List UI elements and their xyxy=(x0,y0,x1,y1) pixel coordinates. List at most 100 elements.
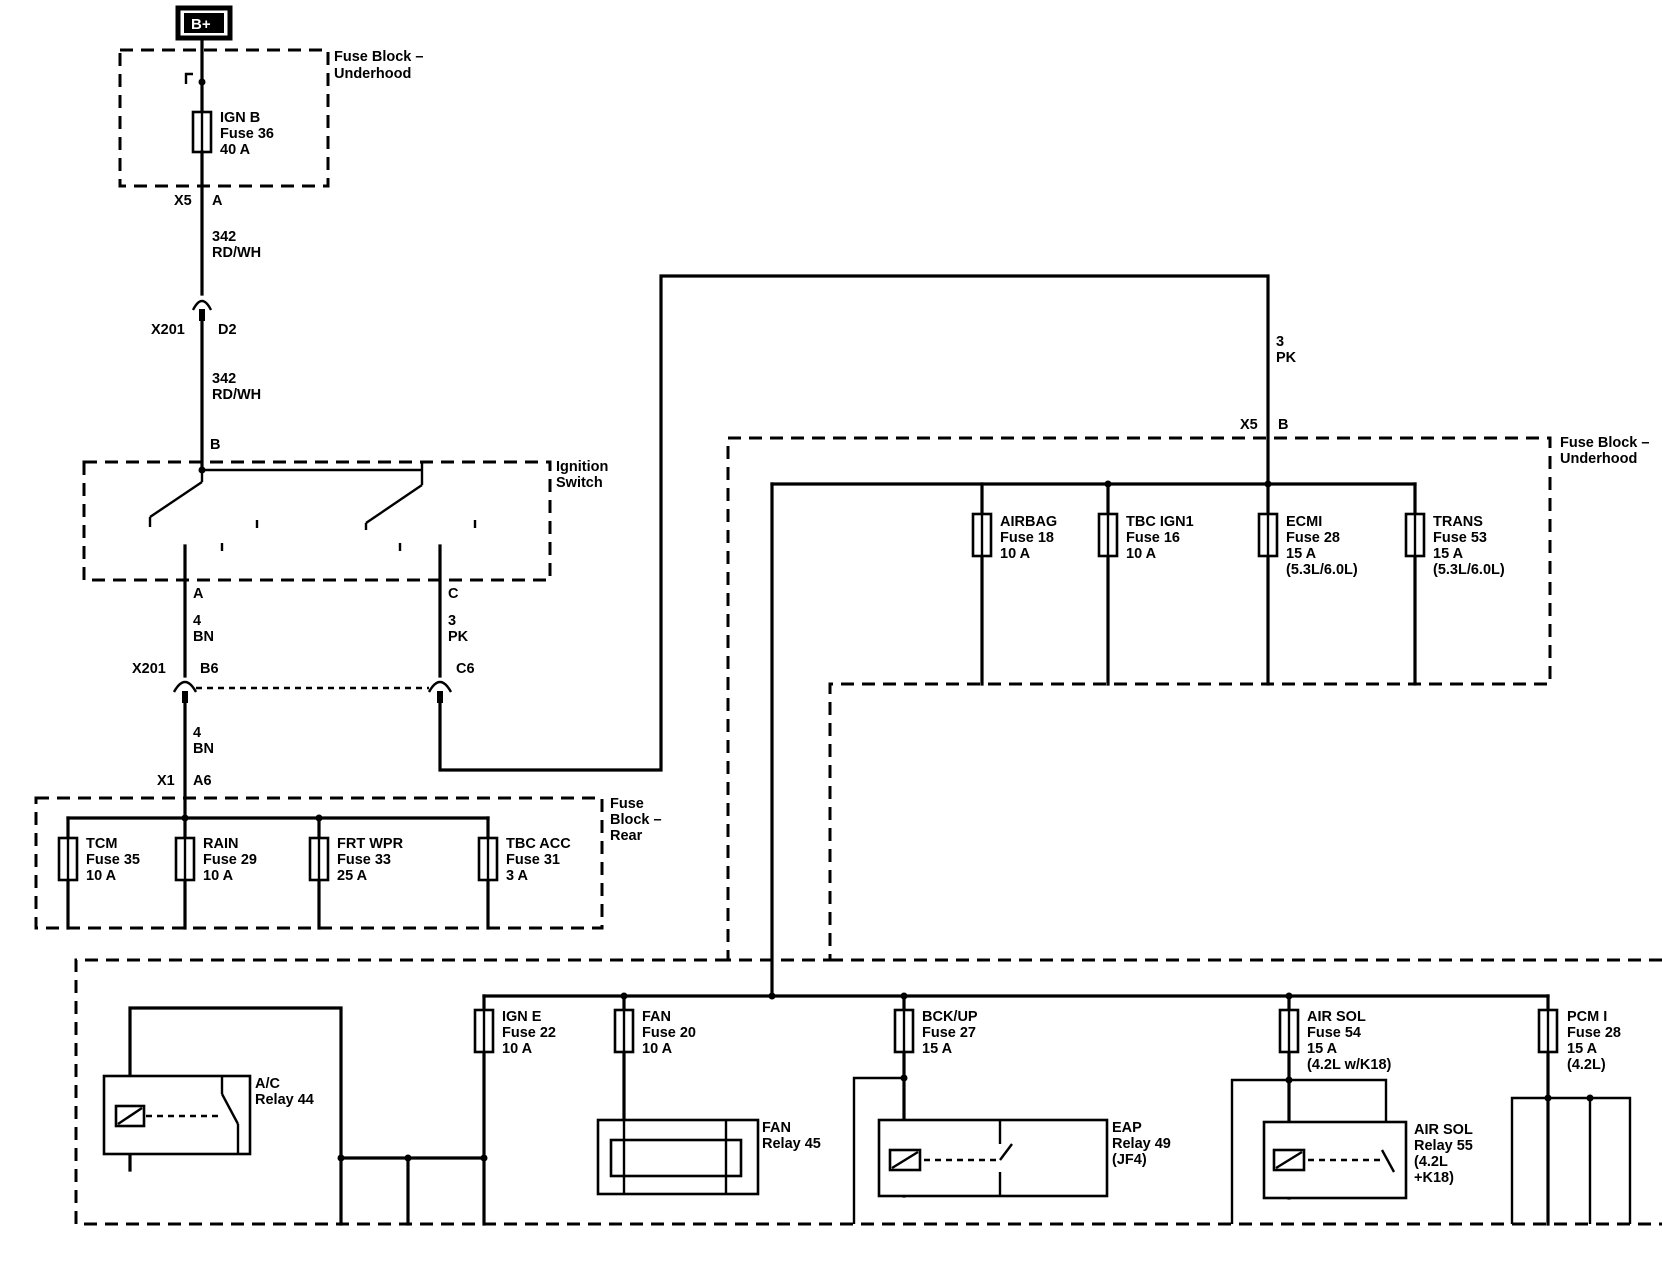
connector-x201-b6 xyxy=(172,680,198,693)
fuse-ign-e-num: Fuse 22 xyxy=(502,1025,556,1041)
fuse-ign-b-name: IGN B xyxy=(220,110,260,126)
fuse-air-sol-option: (4.2L w/K18) xyxy=(1307,1057,1392,1073)
conn-x1-pin: A6 xyxy=(193,773,212,789)
wire-342-a-num: 342 xyxy=(212,229,236,245)
fusible-tab xyxy=(184,72,193,84)
relay-ac-num: Relay 44 xyxy=(255,1092,314,1108)
relay-air-sol-switch xyxy=(1380,1149,1396,1173)
relay-air-sol-name: AIR SOL xyxy=(1414,1122,1473,1138)
fuse-airbag-name: AIRBAG xyxy=(1000,514,1057,530)
fuse-pcm-i-amp: 15 A xyxy=(1567,1041,1598,1057)
conn-x201-d2-name: X201 xyxy=(151,322,185,338)
conn-switch-a: A xyxy=(193,586,204,602)
fuse-block-right-label-1: Fuse Block – xyxy=(1560,435,1649,451)
fuse-tbc-ign1-num: Fuse 16 xyxy=(1126,530,1180,546)
fuse-trans-num: Fuse 53 xyxy=(1433,530,1487,546)
fuse-fan-num: Fuse 20 xyxy=(642,1025,696,1041)
fuse-ign-e-amp: 10 A xyxy=(502,1041,533,1057)
wire-3-b-color: PK xyxy=(1276,350,1297,366)
fuse-airbag-num: Fuse 18 xyxy=(1000,530,1054,546)
fuse-fan-amp: 10 A xyxy=(642,1041,673,1057)
fuse-tbc-ign1-amp: 10 A xyxy=(1126,546,1157,562)
ignition-switch xyxy=(82,460,552,582)
relay-air-sol-option-1: (4.2L xyxy=(1414,1154,1448,1170)
wire-3-pk-route xyxy=(438,274,1270,772)
fuse-tcm-num: Fuse 35 xyxy=(86,852,140,868)
relay-air-sol-num: Relay 55 xyxy=(1414,1138,1473,1154)
conn-x5-b-pin: B xyxy=(1278,417,1288,433)
conn-switch-b: B xyxy=(210,437,220,453)
fuse-bck-up-amp: 15 A xyxy=(922,1041,953,1057)
fuse-rain-name: RAIN xyxy=(203,836,238,852)
conn-x5-b-name: X5 xyxy=(1240,417,1258,433)
fuse-block-top-label-1: Fuse Block – xyxy=(334,49,423,65)
switch-blade-1 xyxy=(149,481,203,518)
fuse-frt-wpr-name: FRT WPR xyxy=(337,836,404,852)
fuse-fan-name: FAN xyxy=(642,1009,671,1025)
fuse-air-sol-name: AIR SOL xyxy=(1307,1009,1366,1025)
fuse-block-bottom xyxy=(74,958,1662,1226)
wire-4-a-color: BN xyxy=(193,629,214,645)
fuse-ecmi-engine: (5.3L/6.0L) xyxy=(1286,562,1358,578)
fuse-rain-amp: 10 A xyxy=(203,868,234,884)
fuse-tbc-acc-num: Fuse 31 xyxy=(506,852,560,868)
ignition-switch-label-1: Ignition xyxy=(556,459,608,475)
wire-4-b-color: BN xyxy=(193,741,214,757)
relay-fan-num: Relay 45 xyxy=(762,1136,821,1152)
relay-ac xyxy=(102,1074,252,1156)
fuse-block-rear-label-2: Block – xyxy=(610,812,662,828)
fuse-block-rear-label-1: Fuse xyxy=(610,796,644,812)
relay-eap-num: Relay 49 xyxy=(1112,1136,1171,1152)
relay-eap-name: EAP xyxy=(1112,1120,1142,1136)
fuse-trans-amp: 15 A xyxy=(1433,546,1464,562)
connector-x201-d2 xyxy=(191,299,213,311)
wire-342-b-num: 342 xyxy=(212,371,236,387)
conn-x1: X1 xyxy=(157,773,175,789)
fuse-ecmi-name: ECMI xyxy=(1286,514,1322,530)
ignition-switch-label-2: Switch xyxy=(556,475,603,491)
conn-x5-pin-a: A xyxy=(212,193,223,209)
wire-3-b-num: 3 xyxy=(1276,334,1284,350)
relay-ac-switch xyxy=(220,1093,240,1125)
fuse-bck-up-num: Fuse 27 xyxy=(922,1025,976,1041)
fuse-ecmi-num: Fuse 28 xyxy=(1286,530,1340,546)
wire-342-a-color: RD/WH xyxy=(212,245,261,261)
conn-switch-c: C xyxy=(448,586,459,602)
fuse-pcm-i-num: Fuse 28 xyxy=(1567,1025,1621,1041)
relay-fan-name: FAN xyxy=(762,1120,791,1136)
fuse-block-rear-label-3: Rear xyxy=(610,828,643,844)
conn-x201-b6-name: X201 xyxy=(132,661,166,677)
fuse-pcm-i-option: (4.2L) xyxy=(1567,1057,1606,1073)
connector-x201-c6 xyxy=(427,680,453,693)
fuse-frt-wpr-num: Fuse 33 xyxy=(337,852,391,868)
relay-eap-switch xyxy=(999,1143,1013,1161)
fuse-block-underhood-top xyxy=(118,48,330,188)
fuse-ign-e-name: IGN E xyxy=(502,1009,542,1025)
switch-blade-2 xyxy=(365,484,423,524)
relay-air-sol-option-2: +K18) xyxy=(1414,1170,1454,1186)
fuse-frt-wpr-amp: 25 A xyxy=(337,868,368,884)
fuse-block-right-label-2: Underhood xyxy=(1560,451,1637,467)
fuse-tbc-acc-name: TBC ACC xyxy=(506,836,571,852)
fuse-air-sol-amp: 15 A xyxy=(1307,1041,1338,1057)
fuse-tbc-ign1-name: TBC IGN1 xyxy=(1126,514,1194,530)
conn-x201-d2-pin: D2 xyxy=(218,322,237,338)
conn-x5: X5 xyxy=(174,193,192,209)
fuse-tcm-name: TCM xyxy=(86,836,117,852)
wire-342-b-color: RD/WH xyxy=(212,387,261,403)
battery-label: B+ xyxy=(191,16,211,33)
relay-eap-option: (JF4) xyxy=(1112,1152,1147,1168)
fuse-ign-b-amp: 40 A xyxy=(220,142,251,158)
relay-ac-name: A/C xyxy=(255,1076,281,1092)
conn-x201-c6-pin: C6 xyxy=(456,661,475,677)
fuse-air-sol-num: Fuse 54 xyxy=(1307,1025,1361,1041)
fuse-trans-name: TRANS xyxy=(1433,514,1483,530)
wire-4-b-num: 4 xyxy=(193,725,201,741)
fuse-rain-num: Fuse 29 xyxy=(203,852,257,868)
fuse-ign-b-num: Fuse 36 xyxy=(220,126,274,142)
wire-3-a-num: 3 xyxy=(448,613,456,629)
fuse-airbag-amp: 10 A xyxy=(1000,546,1031,562)
fuse-ecmi-amp: 15 A xyxy=(1286,546,1317,562)
fuse-pcm-i-name: PCM I xyxy=(1567,1009,1607,1025)
